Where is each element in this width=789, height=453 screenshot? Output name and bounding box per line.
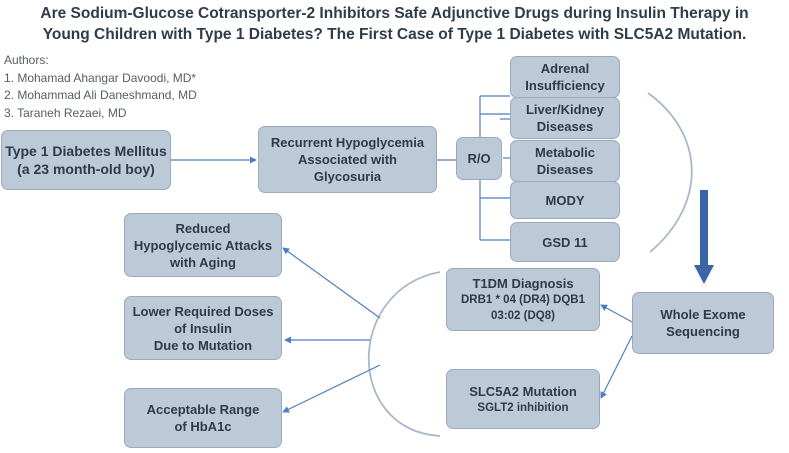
- node-reduced-line-1: Reduced: [175, 220, 231, 236]
- node-metabolic: Metabolic Diseases: [510, 140, 620, 182]
- node-lower-line-2: of Insulin: [174, 320, 232, 336]
- node-mody-label: MODY: [545, 192, 585, 208]
- arrow-wes-to-slc: [600, 335, 633, 399]
- arrow-wes-to-t1dm-dx: [600, 304, 633, 323]
- node-t1dm: Type 1 Diabetes Mellitus (a 23 month-old…: [1, 130, 171, 190]
- node-reduced-line-2: Hypoglycemic Attacks: [133, 237, 273, 253]
- down-arrow-to-wes: [694, 190, 714, 284]
- node-lower-line-3: Due to Mutation: [153, 337, 253, 353]
- node-ro-label: R/O: [467, 151, 491, 166]
- node-mody: MODY: [510, 181, 620, 219]
- node-t1dm-line-1: Type 1 Diabetes Mellitus: [5, 143, 167, 159]
- node-liver-line-2: Diseases: [536, 119, 594, 134]
- node-adrenal-line-2: Insufficiency: [525, 78, 605, 93]
- node-hba1c: Acceptable Range of HbA1c: [124, 388, 282, 448]
- node-t1dm-dx-line-2: DRB1 * 04 (DR4) DQB1: [461, 294, 585, 306]
- node-recurrent-line-2: Associated with: [298, 152, 397, 167]
- node-gsd11: GSD 11: [510, 222, 620, 262]
- bracket-right: [647, 92, 693, 253]
- arrow-to-hba1c: [282, 364, 381, 413]
- node-wes-line-1: Whole Exome: [660, 307, 746, 322]
- node-t1dm-line-2: (a 23 month-old boy): [17, 161, 155, 177]
- node-lower-doses: Lower Required Doses of Insulin Due to M…: [124, 296, 282, 360]
- author-2: 2. Mohammad Ali Daneshmand, MD: [4, 88, 197, 102]
- node-recurrent-line-1: Recurrent Hypoglycemia: [270, 135, 425, 150]
- node-slc-line-2: SGLT2 inhibition: [477, 401, 569, 414]
- author-3: 3. Taraneh Rezaei, MD: [4, 105, 127, 120]
- node-lower-line-1: Lower Required Doses: [132, 303, 274, 319]
- node-hba1c-line-2: of HbA1c: [174, 419, 232, 434]
- node-metabolic-line-2: Diseases: [536, 162, 594, 177]
- node-whole-exome-sequencing: Whole Exome Sequencing: [632, 292, 774, 354]
- node-adrenal-line-1: Adrenal: [540, 61, 590, 76]
- node-hba1c-line-1: Acceptable Range: [146, 402, 260, 417]
- node-t1dm-dx-line-3: 03:02 (DQ8): [491, 310, 555, 322]
- node-recurrent-line-3: Glycosuria: [313, 169, 382, 184]
- node-t1dm-dx-line-1: T1DM Diagnosis: [472, 276, 574, 291]
- node-ro: R/O: [456, 137, 502, 180]
- node-reduced-hypoglycemic: Reduced Hypoglycemic Attacks with Aging: [124, 213, 282, 277]
- node-t1dm-diagnosis: T1DM Diagnosis DRB1 * 04 (DR4) DQB1 03:0…: [446, 268, 600, 331]
- authors-heading: Authors:: [4, 53, 49, 67]
- node-gsd11-label: GSD 11: [542, 234, 588, 250]
- node-liver-kidney: Liver/Kidney Diseases: [510, 97, 620, 139]
- node-recurrent-hypoglycemia: Recurrent Hypoglycemia Associated with G…: [258, 126, 437, 193]
- node-wes-line-2: Sequencing: [666, 324, 740, 339]
- node-slc5a2-mutation: SLC5A2 Mutation SGLT2 inhibition: [446, 369, 600, 429]
- author-1: 1. Mohamad Ahangar Davoodi, MD*: [4, 70, 197, 85]
- title-line-1: Are Sodium-Glucose Cotransporter-2 Inhib…: [40, 5, 749, 22]
- page-title: Are Sodium-Glucose Cotransporter-2 Inhib…: [0, 3, 789, 45]
- node-slc-line-1: SLC5A2 Mutation: [469, 383, 577, 399]
- bracket-left: [368, 271, 441, 437]
- node-reduced-line-3: with Aging: [170, 254, 236, 270]
- title-line-2: Young Children with Type 1 Diabetes? The…: [42, 26, 747, 43]
- arrow-to-reduced: [282, 247, 381, 319]
- node-liver-line-1: Liver/Kidney: [525, 102, 605, 117]
- ro-branch-lines: [479, 95, 510, 241]
- node-adrenal-insufficiency: Adrenal Insufficiency: [510, 56, 620, 98]
- authors-block: Authors: 1. Mohamad Ahangar Davoodi, MD*…: [4, 52, 197, 122]
- node-metabolic-line-1: Metabolic: [535, 145, 595, 160]
